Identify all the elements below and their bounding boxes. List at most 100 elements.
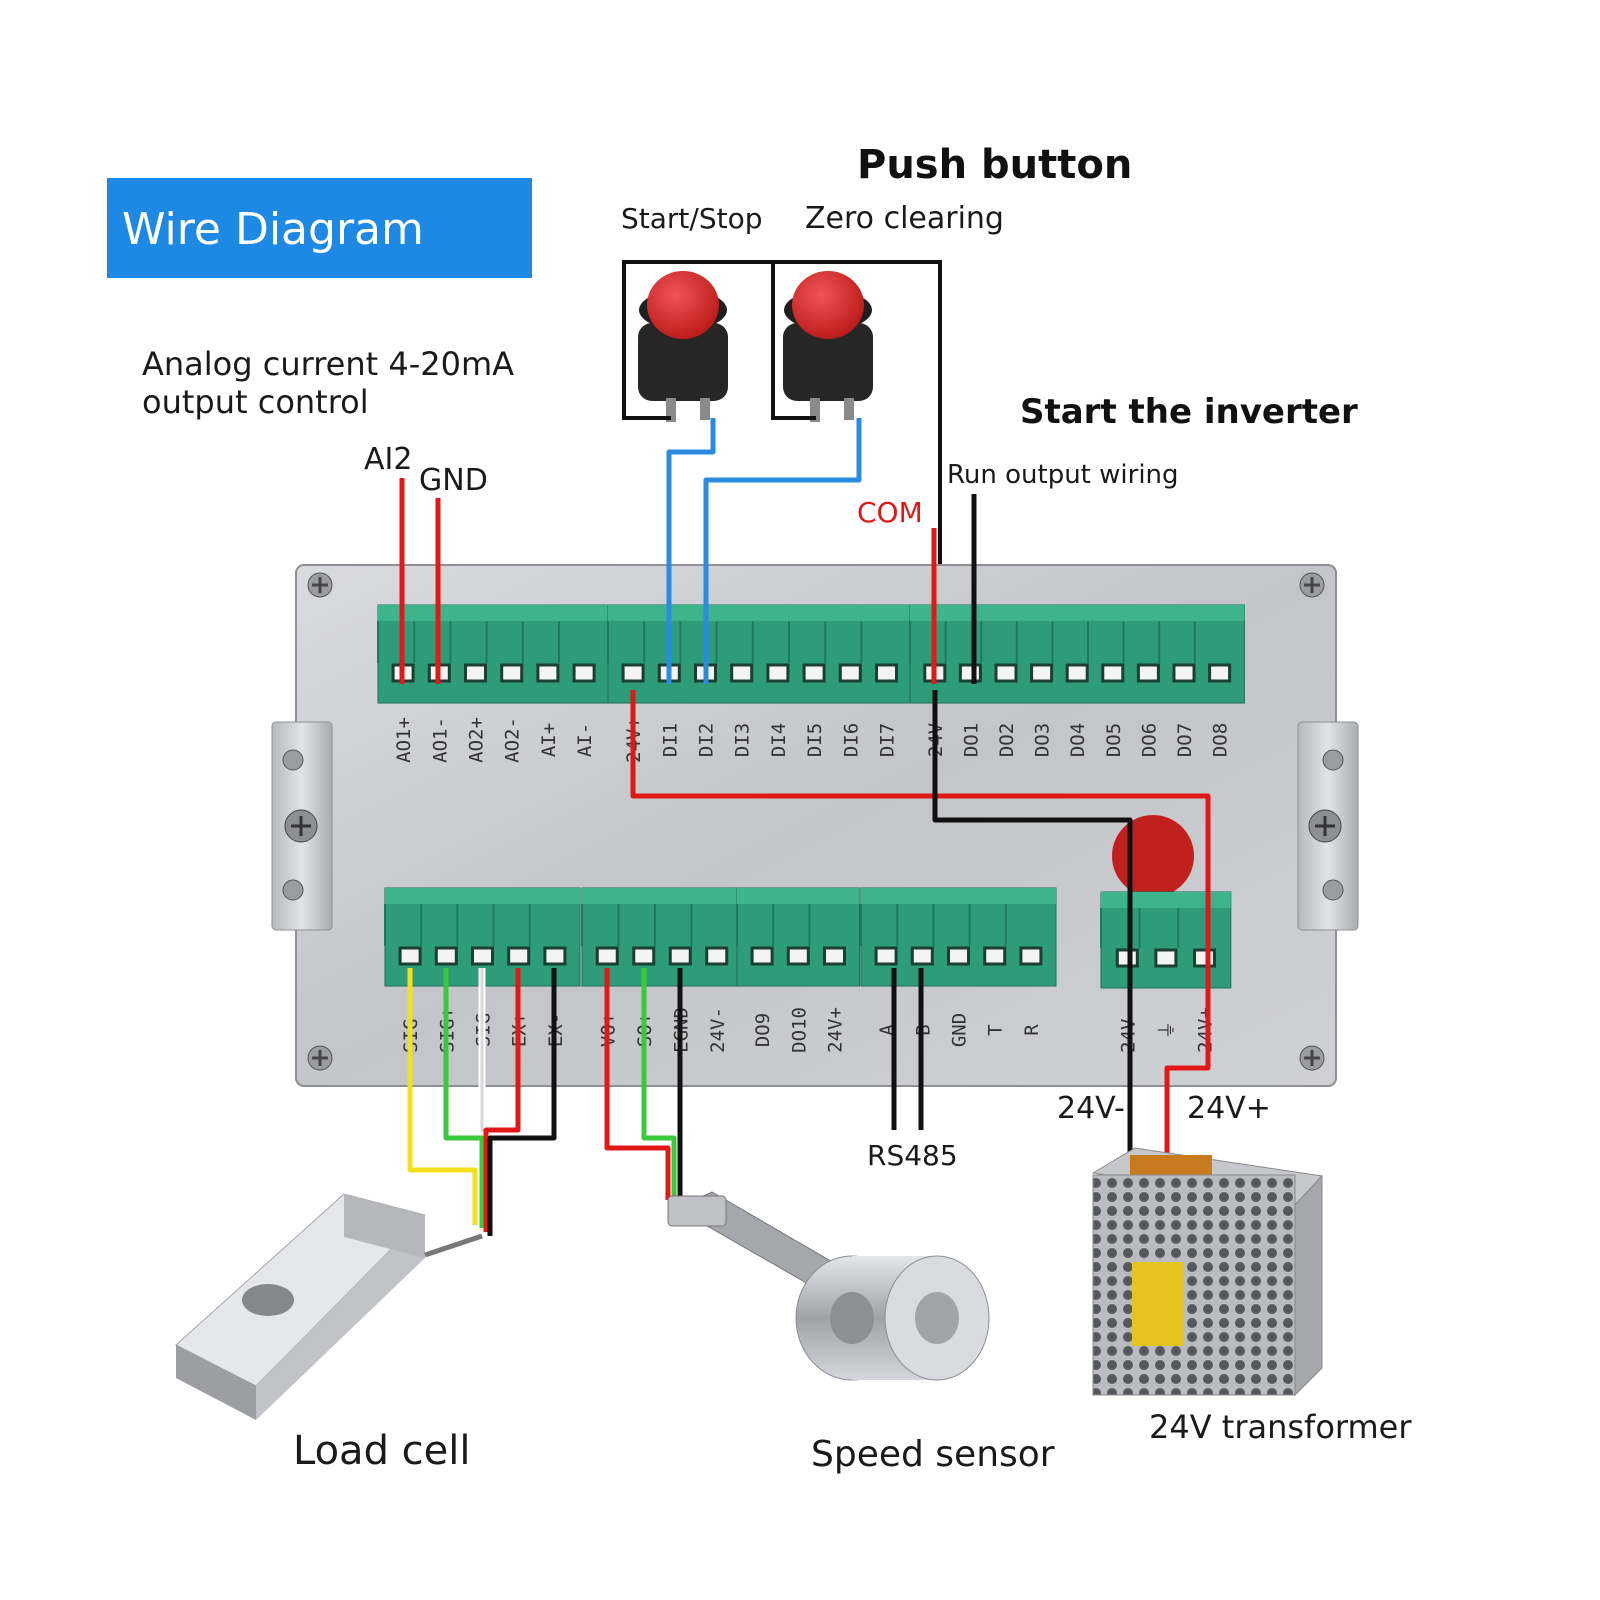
terminal-block-top <box>582 888 742 904</box>
speed-sensor-label: Speed sensor <box>811 1434 1055 1475</box>
terminal-label: DO2 <box>996 723 1018 757</box>
zero-clearing-label: Zero clearing <box>805 201 1004 236</box>
terminal-screw-hole <box>471 946 494 966</box>
terminal-label: AO2+ <box>466 717 488 763</box>
terminal-block-top <box>861 888 1056 904</box>
terminal-screw-hole <box>947 946 970 966</box>
screw-icon <box>1299 1045 1325 1071</box>
terminal-screw-hole <box>507 946 531 966</box>
wire-load-red <box>483 968 521 1232</box>
terminal-block-top <box>737 888 860 904</box>
terminal-label: DI3 <box>732 723 754 757</box>
terminal-screw-hole <box>910 946 934 966</box>
gnd-label: GND <box>419 463 488 498</box>
title-background <box>107 178 532 278</box>
terminal-label: DI1 <box>659 723 681 757</box>
button-common-wire-2 <box>771 262 816 420</box>
terminal-label: DI6 <box>840 723 862 757</box>
warning-sticker <box>1112 815 1194 897</box>
wire-power-plus <box>1164 970 1211 1168</box>
power-supply-icon <box>1091 1147 1324 1397</box>
push-button-icon <box>792 271 864 339</box>
wire-load-black <box>487 968 557 1236</box>
terminal-screw-hole <box>823 946 846 966</box>
terminal-screw-hole <box>1065 663 1089 683</box>
terminal-label: DO7 <box>1174 723 1196 757</box>
run-output-label: Run output wiring <box>947 460 1179 490</box>
terminal-screw-hole <box>730 663 754 683</box>
terminal-screw-hole <box>983 946 1007 966</box>
terminal-screw-hole <box>595 946 619 966</box>
terminal-block-body <box>909 604 1245 704</box>
terminal-block-body <box>736 887 861 987</box>
terminal-screw-hole <box>668 946 692 966</box>
terminal-block-top <box>910 605 1245 621</box>
screw-icon <box>282 749 318 901</box>
terminal-screw-hole <box>1154 948 1178 968</box>
terminal-screw-hole <box>1136 663 1160 683</box>
terminal-label: 24V- <box>707 1007 729 1053</box>
start-inverter-label: Start the inverter <box>1020 392 1358 432</box>
power-24v-plus-label: 24V+ <box>1187 1091 1271 1126</box>
terminal-screw-hole <box>786 946 810 966</box>
terminal-screw-hole <box>802 663 826 683</box>
wire-load-yellow <box>407 968 478 1225</box>
terminal-screw-hole <box>632 946 656 966</box>
terminal-screw-hole <box>875 663 898 683</box>
push-button-start-stop <box>638 271 728 422</box>
terminal-label: AO1- <box>429 717 451 763</box>
terminal-screw-hole <box>705 946 729 966</box>
terminal-screw-hole <box>766 663 790 683</box>
terminal-label: DO10 <box>788 1007 810 1053</box>
push-button-zero-clearing <box>783 271 873 422</box>
terminal-block-top <box>608 605 912 621</box>
terminal-label: DO3 <box>1032 723 1054 757</box>
screw-icon <box>307 572 333 598</box>
screw-icon <box>1308 749 1344 901</box>
terminal-label: DO1 <box>960 723 982 757</box>
terminal-label: DI5 <box>804 723 826 757</box>
terminal-screw-hole <box>621 663 645 683</box>
wire-zero-clearing <box>703 418 862 684</box>
analog-label-line2: output control <box>142 383 369 421</box>
terminal-label: AI+ <box>538 723 560 757</box>
terminal-screw-hole <box>1030 663 1054 683</box>
wire-speed-red <box>604 968 671 1200</box>
terminal-screw-hole <box>398 946 422 966</box>
terminal-block-top <box>1101 892 1231 908</box>
terminal-label: DO8 <box>1210 723 1232 757</box>
terminal-screw-hole <box>1019 946 1043 966</box>
terminal-label: AO1+ <box>393 717 415 763</box>
ai2-label: AI2 <box>364 442 412 477</box>
rs485-label: RS485 <box>867 1139 958 1172</box>
wire-speed-green <box>641 968 677 1200</box>
push-button-icon <box>647 271 719 339</box>
terminal-label: DO5 <box>1103 723 1125 757</box>
terminal-block-top <box>378 605 610 621</box>
terminal-label: DO6 <box>1138 723 1160 757</box>
com-label: COM <box>857 496 923 529</box>
terminal-label: DO4 <box>1067 723 1089 757</box>
terminal-label: DI2 <box>696 723 718 757</box>
start-stop-label: Start/Stop <box>621 202 763 235</box>
terminal-screw-hole <box>1101 663 1125 683</box>
terminal-label: DI7 <box>877 723 899 757</box>
terminal-screw-hole <box>1208 663 1232 683</box>
transformer-label: 24V transformer <box>1149 1408 1412 1446</box>
push-button-label: Push button <box>857 142 1132 188</box>
terminal-screw-hole <box>543 946 567 966</box>
terminal-label: R <box>1021 1024 1043 1036</box>
terminal-screw-hole <box>838 663 862 683</box>
terminal-screw-hole <box>572 663 596 683</box>
terminal-label: AI- <box>574 723 596 757</box>
terminal-block-bottom_block5: 24V-⏚24V+ <box>1100 891 1232 1053</box>
analog-label-line1: Analog current 4-20mA <box>142 345 514 383</box>
page-title: Wire Diagram <box>122 204 424 255</box>
